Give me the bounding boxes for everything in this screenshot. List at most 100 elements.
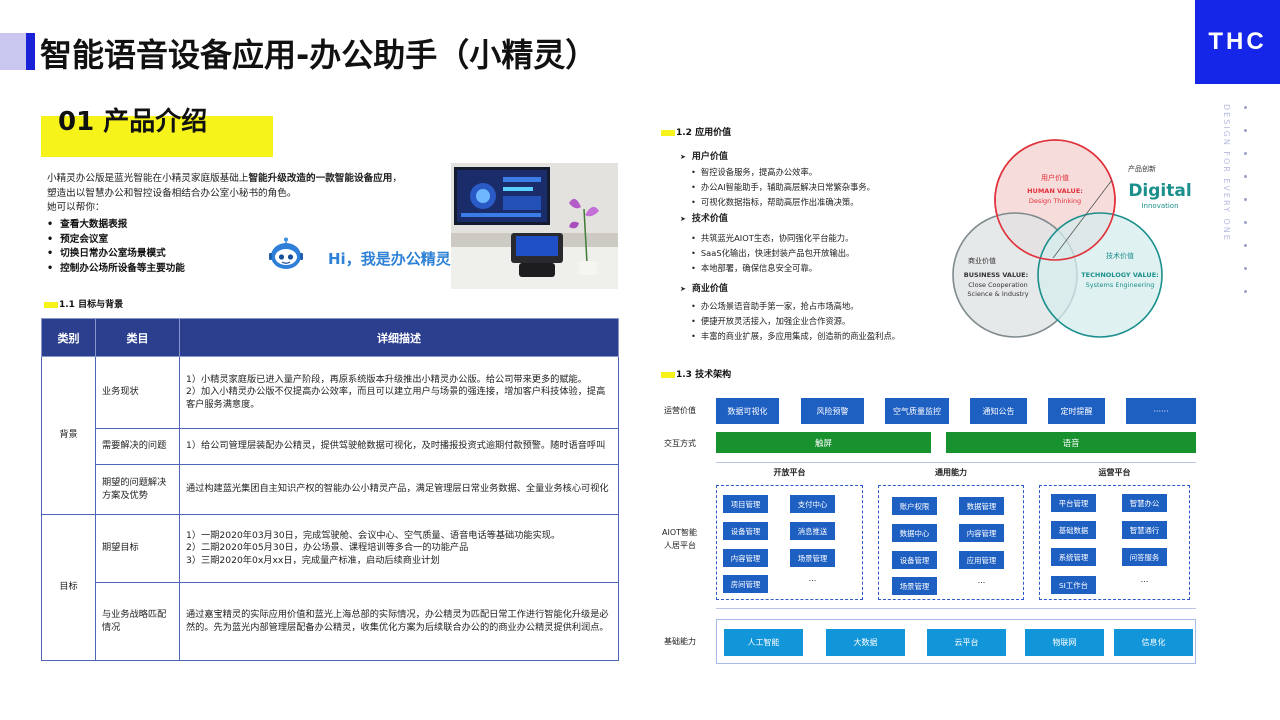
value-list: 用户价值 智控设备服务，提高办公效率。 办公AI智能助手，辅助高层解决日常繁杂事… xyxy=(680,150,970,344)
interaction-box-voice: 语音 xyxy=(946,432,1196,453)
table-cell-desc: 1）给公司管理层装配办公精灵，提供驾驶舱数据可视化，及时播报投资式逾期付款预警。… xyxy=(179,428,619,465)
venn-business-en2a: Close Cooperation xyxy=(968,281,1028,289)
table-cell-category: 背景 xyxy=(41,356,96,515)
section-highlight xyxy=(41,116,273,157)
module-box: 内容管理 xyxy=(959,524,1004,542)
product-photo xyxy=(451,163,618,289)
list-item: 控制办公场所设备等主要功能 xyxy=(47,262,185,277)
venn-user-en2: Design Thinking xyxy=(1029,197,1081,205)
page-title: 智能语音设备应用-办公助手（小精灵） xyxy=(40,36,598,74)
module-box: 平台管理 xyxy=(1051,494,1096,512)
platform-title: 开放平台 xyxy=(773,468,806,477)
value-venn-diagram: 用户价值 HUMAN VALUE: Design Thinking 商业价值 B… xyxy=(952,139,1192,338)
section-title: 01 产品介绍 xyxy=(58,107,208,137)
highlight-mark xyxy=(661,371,675,378)
module-ellipsis: ... xyxy=(977,576,986,585)
value-group-title: 商业价值 xyxy=(680,282,970,297)
value-group-title: 用户价值 xyxy=(680,150,970,165)
subsection-1-2-label: 1.2 应用价值 xyxy=(676,128,732,138)
module-box: 基础数据 xyxy=(1051,521,1096,539)
venn-tech-cn: 技术价值 xyxy=(1106,251,1134,260)
table-row: 目标 期望目标 1）一期2020年03月30日，完成驾驶舱、会议中心、空气质量、… xyxy=(41,514,619,661)
interaction-box-touch: 触屏 xyxy=(716,432,931,453)
decor-dot xyxy=(1244,198,1247,201)
table-cell-desc: 通过构建蓝光集团自主知识产权的智能办公小精灵产品，满足管理层日常业务数据、全量业… xyxy=(179,464,619,515)
decor-dot xyxy=(1244,221,1247,224)
ops-box: 空气质量监控 xyxy=(885,398,949,424)
table-row: 背景 业务现状 1）小精灵家庭版已进入量产阶段，再原系统版本升级推出小精灵办公版… xyxy=(41,356,619,515)
robot-mascot-icon xyxy=(269,237,303,269)
table-cell-desc: 通过嘉宝精灵的实际应用价值和蓝光上海总部的实际情况，办公精灵为匹配日常工作进行智… xyxy=(179,582,619,661)
arch-label-ops: 运营价值 xyxy=(664,406,696,415)
divider xyxy=(716,462,1196,463)
intro-line3: 她可以帮你： xyxy=(47,202,105,213)
divider xyxy=(716,608,1196,609)
list-item: 丰富的商业扩展，多应用集成，创造新的商业盈利点。 xyxy=(680,329,970,344)
venn-user-cn: 用户价值 xyxy=(1041,173,1069,182)
list-item: 办公场景语音助手第一家，抢占市场高地。 xyxy=(680,299,970,314)
arch-label-interaction: 交互方式 xyxy=(664,439,696,448)
list-item: 切换日常办公室场景模式 xyxy=(47,247,185,262)
module-box: 支付中心 xyxy=(790,495,835,513)
list-item: SaaS化输出，快速封装产品包开放输出。 xyxy=(680,246,970,261)
table-cell-category: 目标 xyxy=(41,514,96,661)
highlight-mark xyxy=(44,301,58,308)
ops-box: 定时提醒 xyxy=(1048,398,1105,424)
connector-line xyxy=(1052,179,1113,259)
arch-label-aiot-2: 人居平台 xyxy=(664,541,696,550)
module-box: 房间管理 xyxy=(723,575,768,593)
table-cell-desc: 1）一期2020年03月30日，完成驾驶舱、会议中心、空气质量、语音电话等基础功… xyxy=(179,514,619,583)
module-box: 内容管理 xyxy=(723,549,768,567)
module-box: 账户权限 xyxy=(892,497,937,515)
venn-business-cn: 商业价值 xyxy=(968,256,996,265)
platform-title: 通用能力 xyxy=(935,468,967,477)
table-cell-item: 期望的问题解决方案及优势 xyxy=(95,464,180,515)
module-box: 场景管理 xyxy=(892,577,937,595)
ops-box: 数据可视化 xyxy=(716,398,779,424)
list-item: 智控设备服务，提高办公效率。 xyxy=(680,165,970,180)
venn-innovation-cn: 产品创新 xyxy=(1128,164,1156,173)
intro-line1-bold: 智能升级改造的一款智能设备应用 xyxy=(248,173,393,184)
feature-list: 查看大数据表报 预定会议室 切换日常办公室场景模式 控制办公场所设备等主要功能 xyxy=(47,218,185,276)
value-group-title: 技术价值 xyxy=(680,212,970,227)
header-accent-bar-dark xyxy=(26,33,35,70)
venn-tech-en1: TECHNOLOGY VALUE: xyxy=(1081,271,1159,279)
module-box: 智慧通行 xyxy=(1122,521,1167,539)
highlight-mark xyxy=(661,129,675,136)
venn-innovation-text: Innovation xyxy=(1141,202,1178,210)
base-capability-frame xyxy=(716,619,1196,664)
list-item: 便捷开放灵活接入，加强企业合作资源。 xyxy=(680,314,970,329)
ops-box: 风险预警 xyxy=(801,398,864,424)
venn-business-en1: BUSINESS VALUE: xyxy=(964,271,1028,279)
list-item: 共筑蓝光AIOT生态，协同强化平台能力。 xyxy=(680,231,970,246)
subsection-1-1-title: 1.1 目标与背景 xyxy=(44,297,123,310)
table-cell-item: 与业务战略匹配情况 xyxy=(95,582,180,661)
base-box: 大数据 xyxy=(826,629,905,656)
list-item: 预定会议室 xyxy=(47,233,185,248)
decor-dot xyxy=(1244,129,1247,132)
decor-dot xyxy=(1244,244,1247,247)
goal-background-table: 类别 类目 详细描述 背景 业务现状 1）小精灵家庭版已进入量产阶段，再原系统版… xyxy=(41,318,619,661)
module-box: 设备管理 xyxy=(892,551,937,569)
table-cell-item: 期望目标 xyxy=(95,514,180,583)
decor-dot xyxy=(1244,267,1247,270)
platform-frame xyxy=(1039,485,1190,600)
table-cell-item: 需要解决的问题 xyxy=(95,428,180,465)
module-box: 消息推送 xyxy=(790,522,835,540)
venn-digital-text: Digital xyxy=(1128,181,1191,201)
module-box: 问答服务 xyxy=(1122,548,1167,566)
intro-line1-pre: 小精灵办公版是蓝光智能在小精灵家庭版基础上 xyxy=(47,173,249,184)
table-cell-item: 业务现状 xyxy=(95,356,180,429)
intro-line1-post: ， xyxy=(392,173,402,184)
module-box: 设备管理 xyxy=(723,522,768,540)
intro-text: 小精灵办公版是蓝光智能在小精灵家庭版基础上智能升级改造的一款智能设备应用， 塑造… xyxy=(47,172,447,216)
platform-frame xyxy=(716,485,863,600)
decor-dot xyxy=(1244,290,1247,293)
module-box: 场景管理 xyxy=(790,549,835,567)
table-row: 与业务战略匹配情况 通过嘉宝精灵的实际应用价值和蓝光上海总部的实际情况，办公精灵… xyxy=(42,582,619,661)
module-ellipsis: ... xyxy=(1140,575,1149,584)
subsection-1-3-label: 1.3 技术架构 xyxy=(676,370,732,380)
list-item: 办公AI智能助手，辅助高层解决日常繁杂事务。 xyxy=(680,180,970,195)
base-box: 物联网 xyxy=(1025,629,1104,656)
venn-user-en1: HUMAN VALUE: xyxy=(1027,187,1083,195)
